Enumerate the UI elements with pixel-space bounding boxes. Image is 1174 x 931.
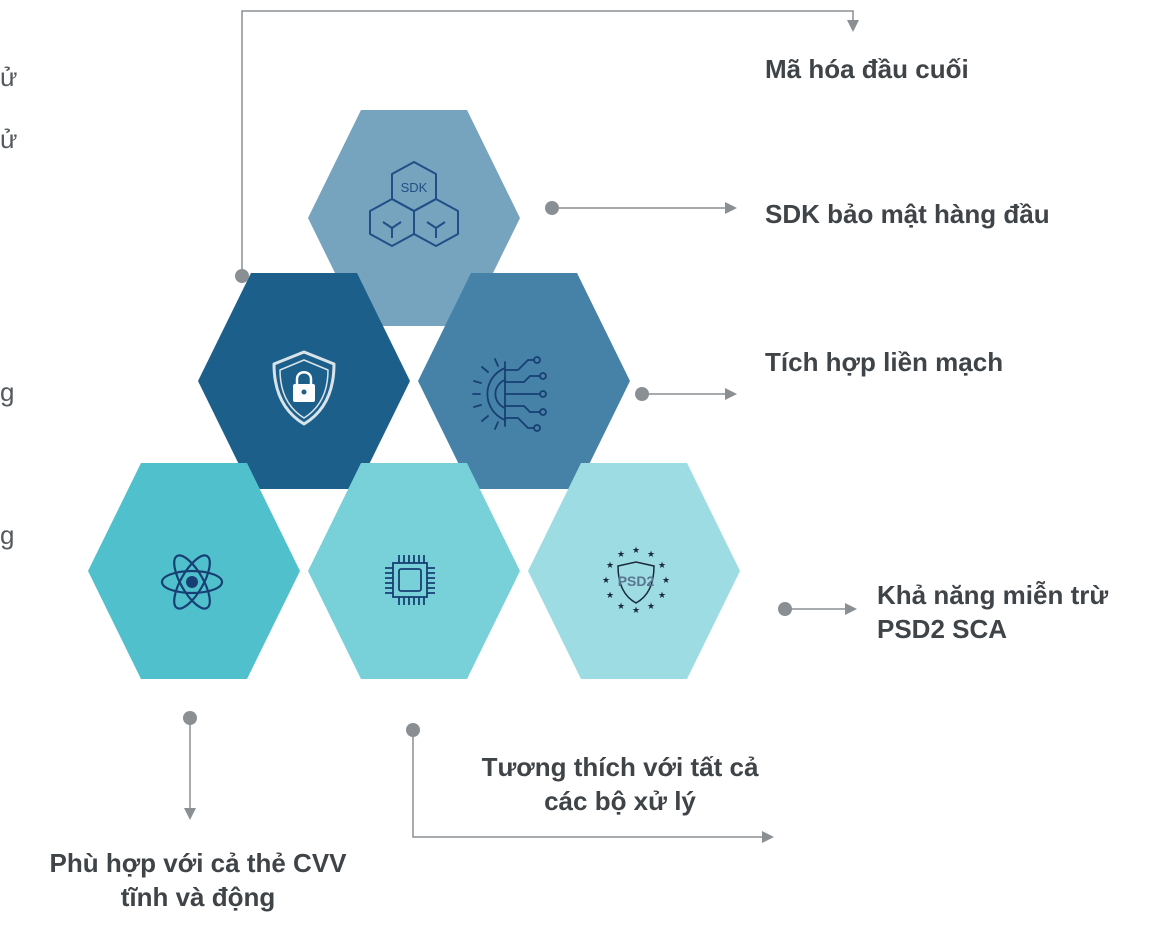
edge-fragment-4: g (0, 520, 15, 550)
edge-fragment-2: ử (0, 124, 18, 154)
sdk-icon-text: SDK (401, 180, 428, 195)
svg-text:★: ★ (662, 576, 670, 586)
connector-processors (412, 730, 774, 843)
svg-text:★: ★ (606, 561, 614, 571)
svg-text:★: ★ (658, 591, 666, 601)
psd2-icon-text: PSD2 (618, 573, 655, 589)
svg-text:★: ★ (647, 550, 655, 560)
svg-text:★: ★ (602, 576, 610, 586)
label-processors-line1: Tương thích với tất cả (481, 752, 759, 782)
svg-text:★: ★ (632, 546, 640, 556)
connectors (184, 10, 859, 843)
label-processors-line2: các bộ xử lý (544, 786, 696, 816)
chip-icon (385, 555, 435, 605)
connector-end-to-end (241, 10, 859, 276)
label-cvv-line2: tĩnh và động (120, 882, 276, 912)
svg-text:★: ★ (606, 591, 614, 601)
hex-shield (198, 273, 410, 489)
label-cvv-line1: Phù hợp với cả thẻ CVV (49, 848, 347, 878)
label-processors: Tương thích với tất cả các bộ xử lý (440, 750, 800, 818)
label-psd2: Khả năng miễn trừ PSD2 SCA (877, 578, 1108, 646)
hex-chip (308, 463, 520, 679)
psd2-stars-icon: ★ ★ ★ ★ ★ ★ ★ ★ ★ ★ ★ ★ PSD2 (602, 546, 670, 616)
label-seamless: Tích hợp liền mạch (765, 347, 1004, 377)
label-psd2-line2: PSD2 SCA (877, 614, 1008, 644)
svg-text:★: ★ (617, 602, 625, 612)
star-ring: ★ ★ ★ ★ ★ ★ ★ ★ ★ ★ ★ ★ (602, 546, 670, 616)
svg-text:★: ★ (632, 606, 640, 616)
label-sdk-security: SDK bảo mật hàng đầu (765, 199, 1050, 229)
edge-fragment-3: g (0, 377, 15, 407)
circuit-gear-icon (472, 356, 547, 432)
label-end-to-end: Mã hóa đầu cuối (765, 54, 969, 84)
edge-fragment-1: ử (0, 62, 18, 92)
svg-text:★: ★ (647, 602, 655, 612)
svg-text:★: ★ (617, 550, 625, 560)
cubes-sdk-icon: SDK (369, 161, 459, 247)
svg-text:★: ★ (658, 561, 666, 571)
hex-psd2 (528, 463, 740, 679)
atom-icon (160, 554, 224, 610)
connector-dots (183, 201, 792, 737)
label-cvv: Phù hợp với cả thẻ CVV tĩnh và động (0, 846, 396, 914)
shield-lock-icon (272, 350, 336, 426)
label-psd2-line1: Khả năng miễn trừ (877, 580, 1109, 610)
